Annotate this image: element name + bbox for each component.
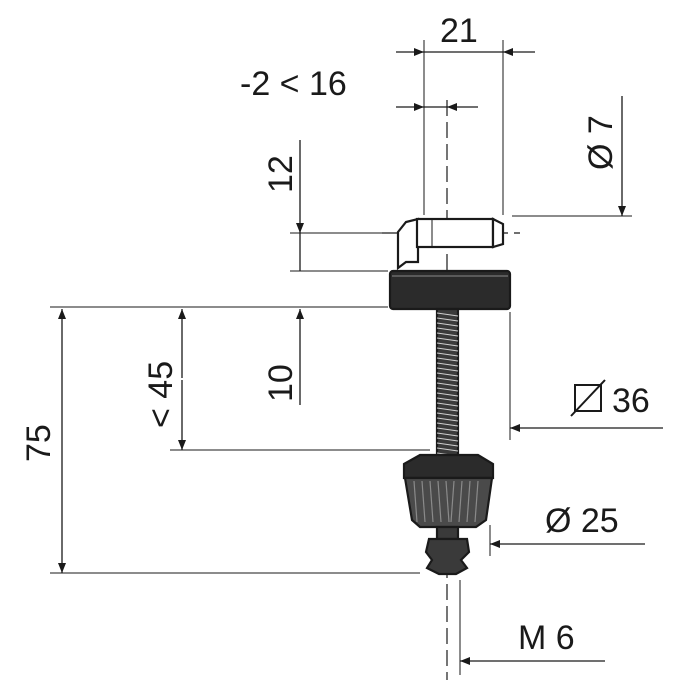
thread-line [436, 317, 459, 322]
dim-dia7-label: Ø 7 [582, 115, 620, 170]
thread-line [436, 342, 459, 347]
thread-lines [436, 312, 459, 457]
knurl-line [474, 480, 479, 523]
dim-dia-7: Ø 7 [512, 96, 632, 217]
knurl-line [437, 480, 442, 523]
dim-height-10: 10 [50, 306, 388, 405]
thread-line [436, 327, 459, 332]
dim-45-label: < 45 [142, 361, 180, 428]
dim-75-label: 75 [20, 424, 58, 462]
dim-m6-label: M 6 [518, 619, 575, 657]
thread-line [436, 367, 459, 372]
thread-line [436, 312, 459, 317]
square-dimension-icon [570, 379, 606, 417]
thread-line [436, 432, 459, 437]
thread-line [436, 377, 459, 382]
bottom-spigot [424, 537, 471, 576]
nut-knurled-body [403, 476, 494, 529]
hook-bracket [396, 217, 420, 271]
nut-collar [402, 453, 495, 480]
dim-10-label: 10 [262, 364, 300, 402]
dim-height-12: 12 [262, 140, 388, 272]
thread-line [436, 402, 459, 407]
thread-line [436, 407, 459, 412]
knurl-line [466, 480, 471, 523]
thread-line [436, 337, 459, 342]
thread-line [436, 422, 459, 427]
dim-21-label: 21 [440, 12, 478, 50]
knurl-line [421, 480, 426, 523]
stub-neck [435, 525, 460, 541]
knurl-line [445, 480, 450, 523]
dim-height-45: < 45 [142, 309, 430, 451]
thread-line [436, 397, 459, 402]
thread-line [436, 382, 459, 387]
thread-line [436, 387, 459, 392]
knurl-line [413, 480, 418, 523]
thread-line [436, 442, 459, 447]
knurl-line [458, 480, 463, 523]
nut-knurling [413, 480, 479, 523]
thread-line [436, 332, 459, 337]
thread-line [436, 357, 459, 362]
dim-width-21: 21 [396, 12, 535, 215]
thread-line [436, 372, 459, 377]
dim-dia-25: Ø 25 [489, 502, 645, 556]
dim-12-label: 12 [262, 155, 300, 193]
pin-body [415, 217, 495, 249]
thread-line [436, 447, 459, 452]
thread-line [436, 322, 459, 327]
knurl-line [429, 480, 434, 523]
thread-line [436, 362, 459, 367]
dim-square-36: 36 [509, 312, 663, 440]
knurl-line [450, 480, 455, 523]
thread-line [436, 437, 459, 442]
pin-tip [491, 217, 505, 249]
thread-line [436, 392, 459, 397]
top-plate [388, 269, 512, 311]
thread-line [436, 412, 459, 417]
thread-line [436, 417, 459, 422]
thread-line [436, 352, 459, 357]
fixing-bolt-part [382, 100, 520, 680]
thread-line [436, 347, 459, 352]
dim-dia25-label: Ø 25 [545, 502, 619, 540]
dim-offset: -2 < 16 [240, 65, 478, 111]
dim-thread-m6: M 6 [459, 580, 605, 675]
dim-36-label: 36 [612, 382, 650, 420]
thread-line [436, 427, 459, 432]
dim-height-75: 75 [20, 309, 420, 574]
dim-offset-label: -2 < 16 [240, 65, 347, 103]
